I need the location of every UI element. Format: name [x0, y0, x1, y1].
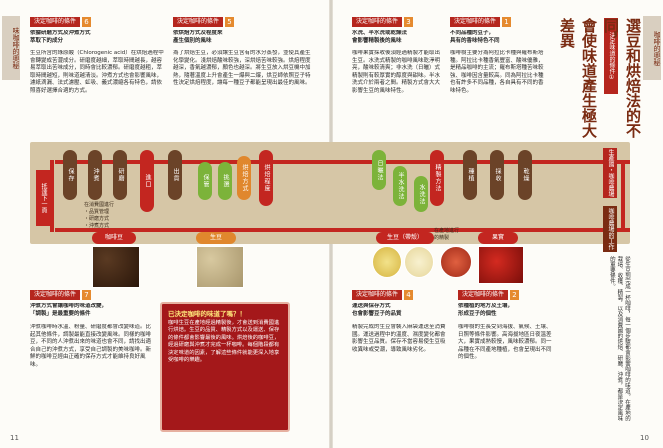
- section-3-body: 咖啡果實採收後須經過精製才能取出生豆。水洗式精製的咖啡風味乾淨明亮，酸味較清爽；…: [352, 50, 440, 94]
- section-6-heading: 依據研磨方式及沖煮方式 萃取下的成分: [30, 30, 91, 44]
- section-5-header: 決定咖啡的條件 5: [173, 17, 243, 27]
- flow-node-roast-level: 烘焙程度: [259, 150, 273, 206]
- section-label: 決定咖啡的條件: [458, 290, 509, 300]
- flow-node-storage: 保存: [63, 150, 77, 200]
- section-label: 決定咖啡的條件: [352, 17, 403, 27]
- section-label: 決定咖啡的條件: [30, 290, 81, 300]
- stage-parchment: 生豆（帶殼）: [376, 232, 434, 244]
- roasted-beans-photo: [92, 246, 140, 288]
- flow-node-ship: 出貨: [168, 150, 182, 200]
- section-1-header: 決定咖啡的條件 1: [450, 17, 518, 27]
- callout-box: 已決定咖啡的味道了嗎？！ 咖啡生豆在產地經過精製後，才會送到消費國進行烘焙。生豆…: [160, 302, 290, 432]
- section-label: 決定咖啡的條件: [173, 17, 224, 27]
- flow-node-roast-method: 烘焙方式: [237, 156, 251, 200]
- flow-node-harvest: 採收: [490, 150, 504, 200]
- parchment-photo-1: [372, 246, 402, 278]
- flow-node-dry: 乾燥: [518, 150, 532, 200]
- consumer-label: 抵達下一頁: [36, 170, 50, 226]
- page-title: 選豆和烘焙法的不同， 會使味道產生極大差異: [558, 18, 642, 138]
- producer-label: 生產國・咖啡農場: [603, 148, 617, 198]
- section-number: 3: [404, 17, 414, 27]
- section-4-body: 精製完成的生豆會裝入麻袋運送至消費國。運送過程中的溫度、濕度變化都會影響生豆品質…: [352, 324, 446, 353]
- flow-arrow-left: [50, 160, 54, 232]
- section-2-header: 決定咖啡的條件 2: [458, 290, 526, 300]
- section-2-heading: 依種植的地方及土壤， 形成豆子的個性: [458, 303, 514, 317]
- flow-node-grind: 研磨: [113, 150, 127, 200]
- flow-legend-origin: 在產地進行 的精製: [434, 228, 460, 241]
- flow-node-process-method: 精製方法: [430, 150, 444, 206]
- section-label: 決定咖啡的條件: [30, 17, 81, 27]
- section-7-body: 沖煮咖啡時水溫、粉量、研磨度都會改變味道。比起其他條件，調製最能直接改變風味。同…: [30, 324, 152, 368]
- stage-cherry: 果實: [478, 232, 518, 244]
- right-page-tab: 咖啡的奧秘: [643, 16, 661, 80]
- section-number: 5: [225, 17, 235, 27]
- section-4-heading: 運送與保存方式 也會影響豆子的品質: [352, 303, 402, 317]
- section-5-heading: 依烘焙方式及程度來 產生個別的風味: [173, 30, 223, 44]
- section-7-heading: 沖煮方式會讓咖啡的味道改變， 「調製」是最重要的條件: [30, 303, 108, 317]
- section-label: 決定咖啡的條件: [450, 17, 501, 27]
- section-number: 2: [510, 290, 520, 300]
- title-label-badge: 決定味道的條件①: [604, 18, 618, 94]
- left-page-tab: 味咖啡的奧秘: [2, 16, 20, 80]
- flow-node-brew: 沖煮: [88, 150, 102, 200]
- flow-node-import: 進口: [140, 150, 154, 212]
- cherry-cut-photo: [440, 246, 472, 278]
- flow-arrow-top: [55, 160, 630, 164]
- section-label: 決定咖啡的條件: [352, 290, 403, 300]
- section-number: 4: [404, 290, 414, 300]
- parchment-photo-2: [404, 246, 434, 278]
- section-4-header: 決定咖啡的條件 4: [352, 290, 420, 300]
- flow-node-washed: 水洗法: [414, 176, 428, 212]
- right-page-number: 10: [640, 434, 649, 442]
- section-2-body: 咖啡樹的生長受到海拔、氣候、土壤、日照等條件影響。高海拔地區日夜溫差大，果實成熟…: [458, 324, 552, 361]
- cherries-photo: [478, 246, 524, 284]
- flow-node-select: 挑選: [218, 162, 232, 200]
- flow-arrow-bottom: [55, 228, 630, 232]
- flow-node-plant: 種植: [463, 150, 477, 200]
- stage-roasted-bean: 咖啡豆: [92, 232, 136, 244]
- section-5-body: 為了烘焙生豆，必須讓生豆含有的水分蒸發，並使其產生化學變化。淺烘焙酸味較強，深烘…: [173, 50, 311, 87]
- section-number: 7: [82, 290, 92, 300]
- callout-title: 已決定咖啡的味道了嗎？！: [168, 310, 246, 318]
- flow-node-keep: 保管: [198, 162, 212, 200]
- flow-legend-consumer: 在消費國進行 ・品質管理 ・研磨方式 ・沖煮方式: [84, 202, 115, 229]
- section-1-body: 咖啡樹主要分為阿拉比卡種與羅布斯塔種。阿拉比卡種香氣豐富、酸味優雅，是精品咖啡的…: [450, 50, 544, 94]
- intro-text: 從生豆到完成一杯咖啡，每一個步驟都會影響咖啡的味道。在產地的栽培、收穫、精製，以…: [608, 256, 630, 421]
- section-6-header: 決定咖啡的條件 6: [30, 17, 100, 27]
- origin-label: 咖啡農場的工作: [603, 206, 617, 252]
- callout-body: 咖啡生豆在產地經過精製後，才會送到消費國進行烘焙。生豆的品質、精製方式以及運送、…: [168, 320, 280, 364]
- section-6-body: 生豆所含的綠原酸（Chlorogenic acid）在烘焙過程中會轉變成苦澀成分…: [30, 50, 164, 94]
- flow-arrow-right: [621, 160, 625, 232]
- flow-node-sun-dried: 日曬法: [372, 150, 386, 190]
- section-number: 1: [502, 17, 512, 27]
- section-3-header: 決定咖啡的條件 3: [352, 17, 420, 27]
- section-7-header: 決定咖啡的條件 7: [30, 290, 102, 300]
- green-beans-photo: [196, 246, 244, 288]
- left-page-number: 11: [10, 434, 19, 442]
- flow-node-semi-washed: 半水洗法: [393, 166, 407, 206]
- section-1-heading: 不同品種的豆子， 具有的香味特色不同: [450, 30, 500, 44]
- section-3-heading: 水洗、半水洗或乾燥法 會影響精製後的風味: [352, 30, 408, 44]
- stage-green-bean: 生豆: [196, 232, 236, 244]
- section-number: 6: [82, 17, 92, 27]
